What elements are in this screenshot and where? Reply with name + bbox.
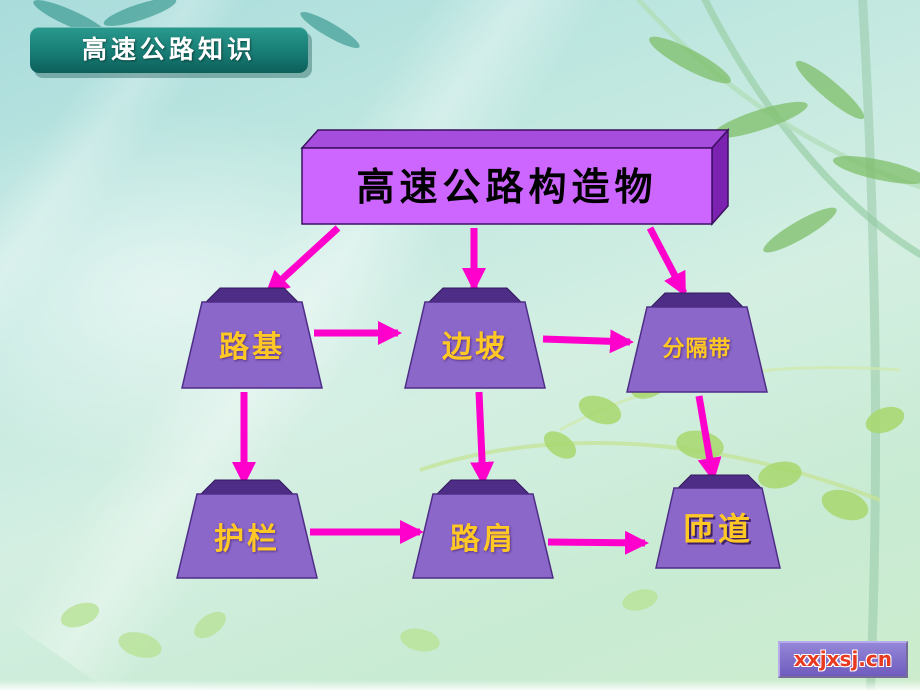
- watermark-badge: xxjxsj.cn: [778, 641, 908, 678]
- node-slope-body: [404, 301, 546, 389]
- root-box-label: 高速公路构造物: [356, 164, 658, 209]
- node-median-cap: [649, 292, 745, 308]
- node-shoulder-cap: [435, 479, 531, 495]
- node-roadbed-body: [181, 301, 323, 389]
- arrow-median-to-ramp: [695, 395, 722, 482]
- leaves-bottom-left: [60, 589, 658, 658]
- vine-stem: [419, 441, 881, 502]
- node-median-strip-label: 分隔带: [662, 336, 732, 362]
- node-guardrail-label: 护栏: [214, 522, 280, 557]
- node-roadbed-label: 路基: [219, 330, 285, 365]
- arrow-root-to-roadbed: [265, 225, 341, 295]
- root-box: [300, 128, 730, 226]
- arrow-shoulder-to-ramp: [547, 530, 649, 555]
- node-shoulder-body: [412, 493, 554, 579]
- bamboo-leaves: [649, 36, 920, 253]
- node-slope-cap: [427, 287, 523, 303]
- node-shoulder-label: 路肩: [450, 522, 516, 557]
- teal-leaves-top-left: [33, 0, 360, 49]
- node-guardrail: [176, 479, 318, 579]
- node-guardrail-cap: [199, 479, 295, 495]
- root-box-front-face: [301, 147, 713, 225]
- node-median-strip: [626, 292, 768, 393]
- node-slope-label: 边坡: [442, 330, 508, 365]
- bamboo-stalk: [858, 0, 880, 690]
- bamboo-stalk: [701, 0, 920, 259]
- arrow-slope-to-shoulder: [470, 391, 495, 486]
- node-roadbed-cap: [204, 287, 300, 303]
- node-median-body: [626, 306, 768, 393]
- node-ramp-label: 匝道: [682, 510, 753, 548]
- node-roadbed: [181, 287, 323, 389]
- arrow-root-to-median: [646, 226, 688, 297]
- vine-leaves: [543, 371, 905, 521]
- node-ramp-cap: [676, 474, 763, 489]
- node-ramp: [655, 474, 781, 569]
- root-box-top-face: [300, 129, 730, 149]
- node-guardrail-body: [176, 493, 318, 579]
- arrow-slope-to-median: [542, 329, 634, 354]
- node-shoulder: [412, 479, 554, 579]
- node-slope: [404, 287, 546, 389]
- slide-title: 高速公路知识: [30, 27, 308, 73]
- node-ramp-body: [655, 487, 781, 569]
